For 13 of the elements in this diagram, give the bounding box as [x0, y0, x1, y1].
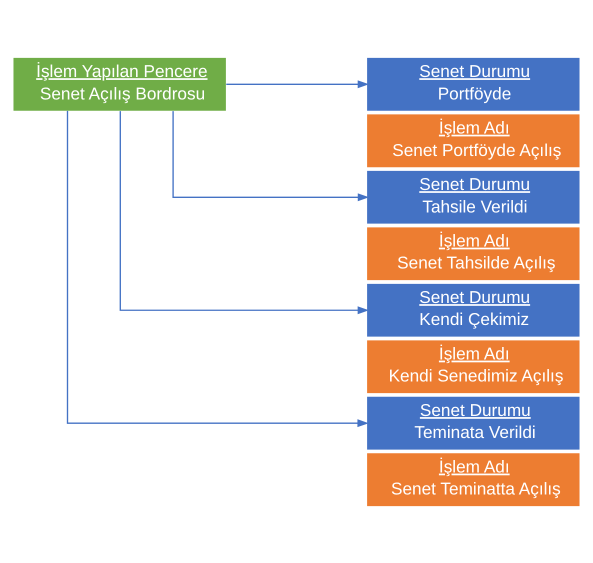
node-box: Senet Durumu Teminata Verildi — [367, 396, 580, 450]
node-box: İşlem Adı Senet Portföyde Açılış — [367, 114, 580, 167]
node-box: Senet Durumu Tahsile Verildi — [367, 170, 580, 224]
arrow — [120, 110, 369, 314]
node-box: Senet Durumu Kendi Çekimiz — [367, 283, 580, 336]
arrow — [226, 80, 369, 88]
node-box: İşlem Adı Senet Teminatta Açılış — [367, 452, 580, 506]
arrow — [172, 110, 370, 201]
arrow — [66, 110, 369, 427]
node-box: İşlem Adı Senet Tahsilde Açılış — [367, 226, 580, 280]
node-box: Senet Durumu Portföyde — [367, 57, 580, 110]
node-box: İşlem Yapılan Pencere Senet Açılış Bordrosu — [13, 57, 226, 110]
node-box: İşlem Adı Kendi Senedimiz Açılış — [367, 340, 580, 393]
